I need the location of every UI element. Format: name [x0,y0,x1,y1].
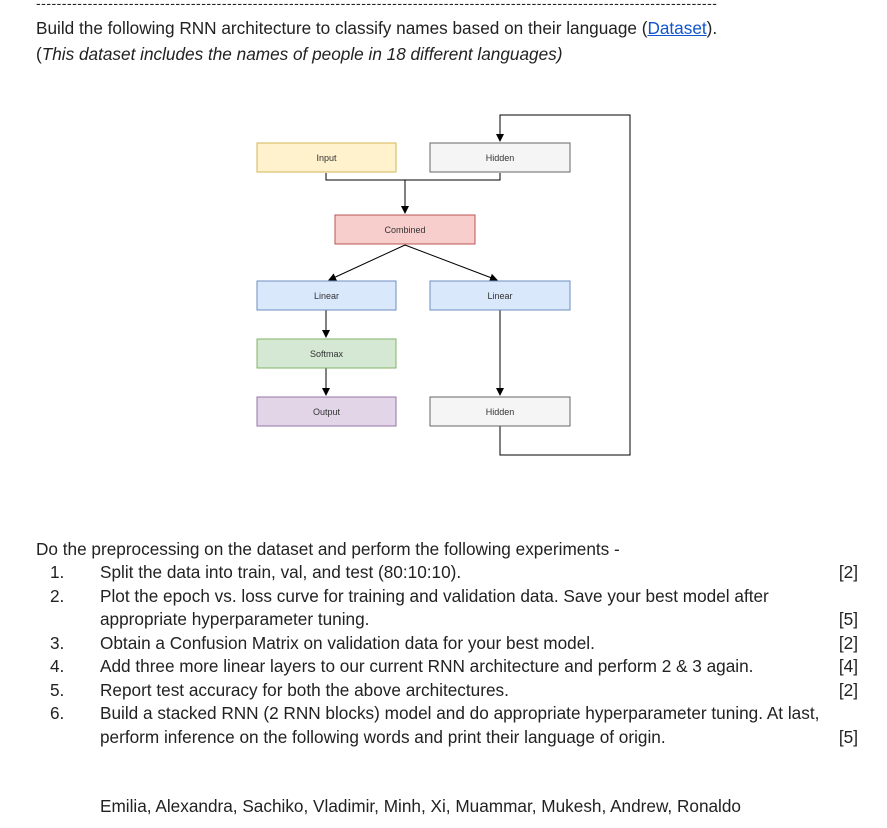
intro-text-end: ). [706,18,718,38]
task-item: 1. Split the data into train, val, and t… [36,561,858,585]
dataset-link[interactable]: Dataset [647,18,707,38]
arrow-hidden-to-combined [405,173,501,181]
task-text: Obtain a Confusion Matrix on validation … [100,632,595,653]
task-text: Build a stacked RNN (2 RNN blocks) model… [100,703,820,747]
task-number: 3. [50,632,65,653]
node-input-label: Input [316,153,337,163]
node-input: Input [256,142,397,173]
node-hidden-top: Hidden [429,142,571,173]
arrow-combined-to-linear-right [404,244,498,282]
diagram-connectors [322,114,631,456]
task-number: 1. [50,562,65,582]
task-text: Plot the epoch vs. loss curve for traini… [100,585,769,630]
intro-line-2: (This dataset includes the names of peop… [36,41,717,67]
inference-words: Emilia, Alexandra, Sachiko, Vladimir, Mi… [100,796,741,816]
task-text: Add three more linear layers to our curr… [100,656,754,676]
task-item: 3. Obtain a Confusion Matrix on validati… [36,632,858,656]
node-hidden-bottom-label: Hidden [486,407,515,417]
node-linear-left-label: Linear [314,291,339,301]
separator-line: ----------------------------------------… [36,0,794,6]
intro-line-1: Build the following RNN architecture to … [36,15,717,41]
arrow-input-to-combined [325,173,409,214]
task-points: [2] [838,562,858,582]
task-item: 5. Report test accuracy for both the abo… [36,679,858,703]
task-points: [5] [838,609,858,629]
task-text: Split the data into train, val, and test… [100,562,462,582]
task-points: [2] [838,632,858,653]
node-output: Output [256,396,397,427]
node-output-label: Output [313,407,341,417]
node-linear-right-label: Linear [487,291,512,301]
task-points: [4] [838,656,858,676]
node-combined-label: Combined [384,225,425,235]
task-list: 1. Split the data into train, val, and t… [36,561,858,749]
task-points: [5] [838,726,858,747]
intro-text: Build the following RNN architecture to … [36,18,648,38]
task-item: 6. Build a stacked RNN (2 RNN blocks) mo… [36,702,858,749]
task-item: 4. Add three more linear layers to our c… [36,655,858,679]
intro-italic-note: This dataset includes the names of peopl… [41,44,563,64]
task-number: 5. [50,679,65,700]
intro-paragraph: Build the following RNN architecture to … [36,15,717,67]
node-hidden-bottom: Hidden [429,396,571,427]
task-number: 2. [50,585,65,606]
arrow-combined-to-linear-left [328,244,406,281]
node-combined: Combined [334,214,476,245]
node-softmax-label: Softmax [310,349,344,359]
task-text: Report test accuracy for both the above … [100,679,509,700]
task-number: 4. [50,656,65,676]
intro-paren: ( [36,44,42,64]
node-softmax: Softmax [256,338,397,369]
node-linear-left: Linear [256,280,397,311]
node-hidden-top-label: Hidden [486,153,515,163]
task-intro: Do the preprocessing on the dataset and … [36,539,620,559]
task-points: [2] [838,679,858,700]
node-linear-right: Linear [429,280,571,311]
task-item: 2. Plot the epoch vs. loss curve for tra… [36,585,858,632]
task-number: 6. [50,703,65,723]
arrow-hidden-feedback-loop [496,114,631,456]
rnn-architecture-diagram: Input Hidden Combined Linear Linear Soft… [256,114,631,456]
